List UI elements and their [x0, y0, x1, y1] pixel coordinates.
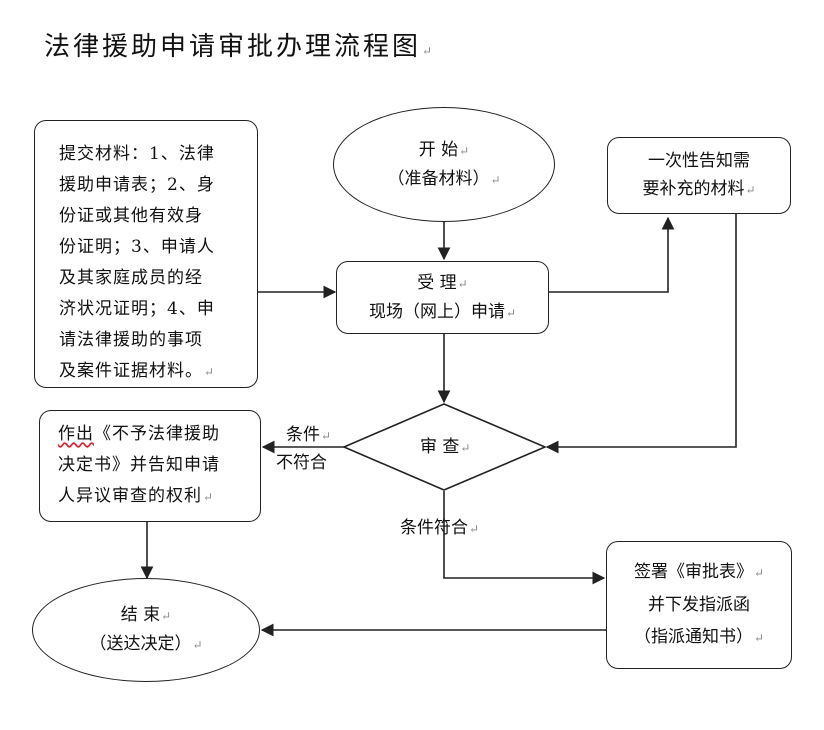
start-ellipse: 开 始↵ （准备材料）↵ — [333, 107, 555, 222]
accept-box: 受 理↵ 现场（网上）申请↵ — [336, 261, 549, 334]
sign-box: 签署《审批表》↵ 并下发指派函 （指派通知书）↵ — [606, 541, 792, 669]
sign-line: 并下发指派函 — [648, 595, 750, 615]
review-label: 审 查↵ — [420, 437, 471, 457]
edge-supplement-review — [545, 214, 737, 454]
materials-line: 及其家庭成员的经 — [59, 268, 203, 288]
edge-label-met: 条件符合↵ — [400, 518, 480, 538]
accept-line: 受 理↵ — [417, 272, 468, 293]
end-line: 结 束↵ — [120, 605, 172, 625]
materials-line: 请法律援助的事项 — [59, 330, 203, 350]
paragraph-mark: ↵ — [422, 44, 436, 58]
reject-line: 人异议审查的权利↵ — [58, 486, 215, 506]
sign-line: 签署《审批表》↵ — [633, 562, 765, 582]
start-line: 开 始↵ — [418, 139, 470, 160]
materials-line: 提交材料：1、法律 — [59, 144, 215, 164]
start-line: （准备材料）↵ — [387, 168, 501, 189]
end-line: （送达决定）↵ — [89, 634, 203, 654]
sign-line: （指派通知书）↵ — [633, 627, 765, 647]
edge-label-not-met-2: 不符合 — [276, 453, 327, 473]
supplement-line: 要补充的材料↵ — [642, 179, 756, 199]
edge-accept-supplement — [549, 216, 675, 293]
accept-line: 现场（网上）申请↵ — [368, 301, 517, 322]
reject-box: 作出《不予法律援助 决定书》并告知申请 人异议审查的权利↵ — [39, 410, 261, 522]
supplement-box: 一次性告知需 要补充的材料↵ — [607, 137, 791, 214]
materials-line: 及案件证据材料。↵ — [59, 361, 216, 381]
materials-line: 济状况证明；4、申 — [59, 299, 215, 319]
end-ellipse: 结 束↵ （送达决定）↵ — [32, 578, 260, 682]
materials-line: 份证或其他有效身 — [59, 206, 203, 226]
review-diamond — [341, 403, 548, 491]
supplement-line: 一次性告知需 — [648, 151, 750, 171]
materials-line: 份证明；3、申请人 — [59, 237, 215, 257]
page-title: 法律援助申请审批办理流程图↵ — [44, 26, 435, 63]
edge-review-sign — [443, 491, 606, 585]
materials-line: 援助申请表；2、身 — [59, 175, 215, 195]
reject-line: 决定书》并告知申请 — [58, 455, 220, 475]
title-text: 法律援助申请审批办理流程图 — [44, 32, 422, 62]
reject-line: 作出《不予法律援助 — [58, 424, 220, 444]
edge-label-not-met-1: 条件↵ — [286, 425, 332, 445]
materials-box: 提交材料：1、法律 援助申请表；2、身 份证或其他有效身 份证明；3、申请人 及… — [34, 120, 258, 388]
